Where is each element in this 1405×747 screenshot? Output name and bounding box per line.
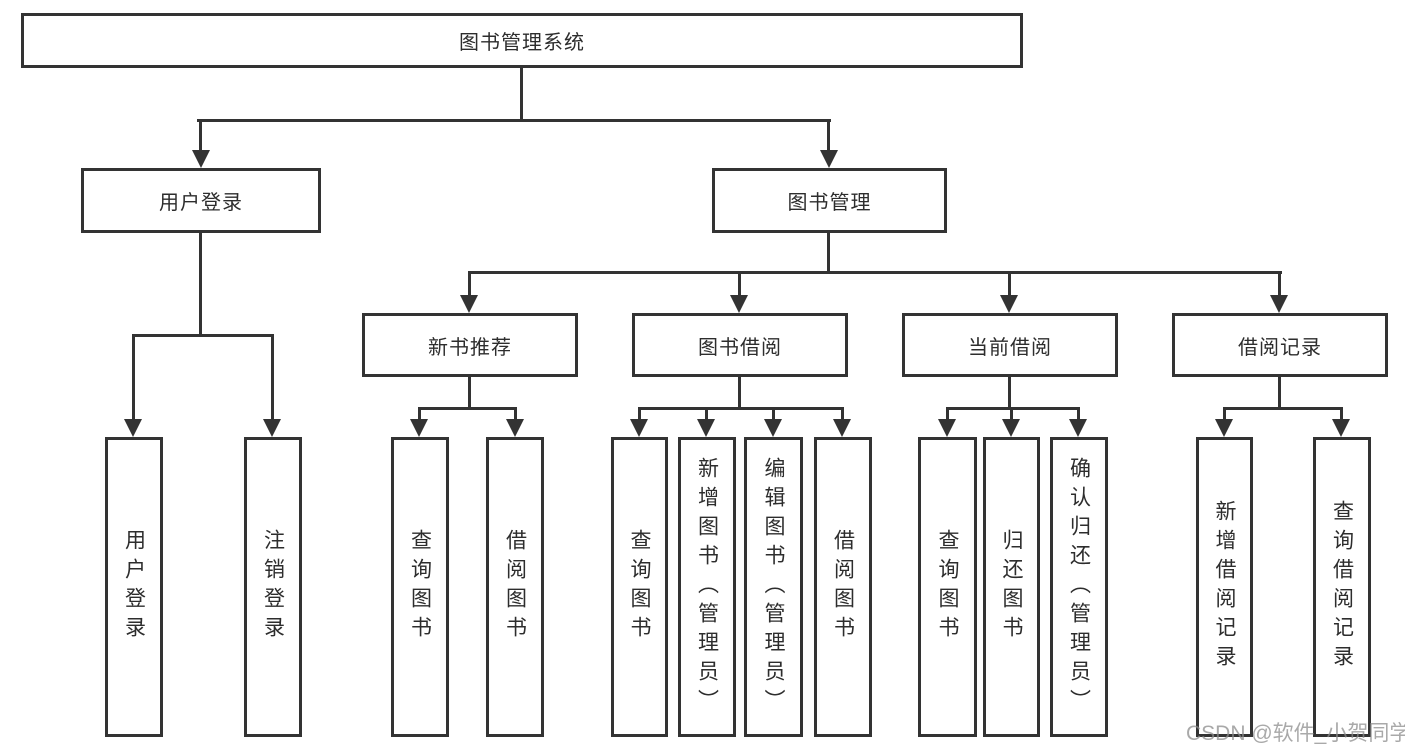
node-query-books-under-borrowing: 查询图书 [611,437,668,737]
connector-line [1010,410,1013,419]
node-add-borrow-record: 新增借阅记录 [1196,437,1253,737]
node-label: 查询图书 [936,529,959,645]
connector-line [271,337,274,419]
arrowhead-down [410,419,428,437]
arrowhead-down [1215,419,1233,437]
node-label: 用户登录 [159,192,243,214]
arrowhead-down [1069,419,1087,437]
node-book-management: 图书管理 [712,168,947,233]
node-label: 新增图书（管理员） [695,456,719,718]
node-label: 归还图书 [1000,529,1023,645]
arrowhead-down [192,150,210,168]
arrowhead-down [938,419,956,437]
node-label: 查询借阅记录 [1330,500,1354,674]
arrowhead-down [764,419,782,437]
node-label: 新增借阅记录 [1213,500,1236,674]
connector-line [132,337,135,419]
node-label: 查询图书 [408,529,432,645]
node-label: 借阅图书 [503,529,527,645]
connector-line [946,407,1080,410]
connector-line [827,233,830,274]
connector-line [1340,410,1343,419]
arrowhead-down [730,295,748,313]
connector-line [199,122,202,150]
node-query-books-under-current: 查询图书 [918,437,977,737]
connector-line [1008,274,1011,295]
node-label: 确认归还（管理员） [1067,456,1091,718]
connector-line [738,274,741,295]
node-logout-leaf: 注销登录 [244,437,302,737]
connector-line [132,334,274,337]
node-label: 当前借阅 [968,336,1052,359]
arrowhead-down [833,419,851,437]
node-borrow-books-under-recommend: 借阅图书 [486,437,544,737]
arrowhead-down [1270,295,1288,313]
node-borrow-books-under-borrowing: 借阅图书 [814,437,872,737]
connector-line [468,377,471,410]
connector-line [1223,410,1226,419]
connector-line [1223,407,1343,410]
connector-line [1278,377,1281,410]
node-label: 编辑图书（管理员） [762,456,785,718]
node-label: 注销登录 [261,529,285,645]
node-user-login-leaf: 用户登录 [105,437,163,737]
arrowhead-down [460,295,478,313]
connector-line [1278,274,1281,295]
arrowhead-down [124,419,142,437]
connector-line [1077,410,1080,419]
node-label: 新书推荐 [428,336,512,359]
connector-line [827,122,830,150]
node-label: 图书管理 [787,192,872,214]
connector-line [638,410,641,419]
connector-line [705,410,708,419]
node-edit-book-admin: 编辑图书（管理员） [744,437,803,737]
node-current-borrowing: 当前借阅 [902,313,1118,377]
arrowhead-down [697,419,715,437]
connector-line [468,274,471,295]
arrowhead-down [1000,295,1018,313]
connector-line [468,271,1282,274]
node-new-book-recommend: 新书推荐 [362,313,578,377]
node-user-login: 用户登录 [81,168,321,233]
node-label: 图书借阅 [698,336,782,359]
arrowhead-down [263,419,281,437]
arrowhead-down [630,419,648,437]
connector-line [738,377,741,410]
connector-line [638,407,844,410]
node-return-books: 归还图书 [983,437,1040,737]
node-label: 借阅图书 [831,529,855,645]
node-label: 图书管理系统 [459,32,585,54]
connector-line [772,410,775,419]
connector-line [514,410,517,419]
arrowhead-down [1002,419,1020,437]
connector-line [1008,377,1011,410]
connector-line [199,233,202,337]
csdn-watermark: CSDN @软件_小贺同学 [1186,722,1405,745]
connector-line [841,410,844,419]
connector-line [418,410,421,419]
connector-line [946,410,949,419]
arrowhead-down [506,419,524,437]
node-query-books-under-recommend: 查询图书 [391,437,449,737]
connector-line [418,407,517,410]
arrowhead-down [1332,419,1350,437]
node-label: 查询图书 [628,529,651,645]
connector-line [520,66,523,122]
node-borrowing-records: 借阅记录 [1172,313,1388,377]
node-book-borrowing: 图书借阅 [632,313,848,377]
node-confirm-return-admin: 确认归还（管理员） [1050,437,1108,737]
connector-line [197,119,831,122]
arrowhead-down [820,150,838,168]
node-label: 借阅记录 [1238,336,1322,359]
node-add-book-admin: 新增图书（管理员） [678,437,736,737]
node-query-borrow-record: 查询借阅记录 [1313,437,1371,737]
node-library-management-system: 图书管理系统 [21,13,1023,68]
node-label: 用户登录 [122,529,146,645]
